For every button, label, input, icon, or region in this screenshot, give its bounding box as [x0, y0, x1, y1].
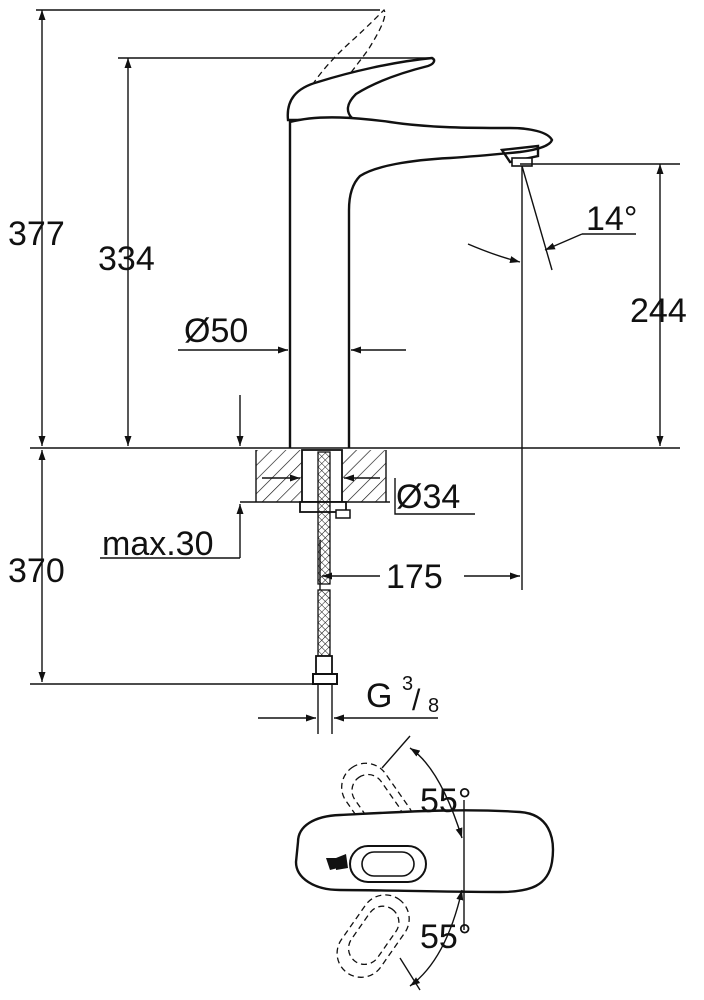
- lever: [286, 56, 436, 122]
- supply-hose: [317, 451, 331, 585]
- label-lever-angle-top: 55°: [420, 782, 471, 820]
- hose-fitting: [315, 655, 333, 675]
- label-spout-angle: 14°: [586, 200, 637, 238]
- lever-mark: [326, 858, 338, 870]
- hose-nut: [312, 673, 338, 685]
- label-thread: G 3 / 8: [366, 673, 439, 717]
- dimension-lines: [30, 9, 680, 722]
- supply-hose-lower: [317, 589, 331, 657]
- faucet-top-view: [294, 735, 555, 991]
- aerator-tip: [511, 157, 533, 167]
- label-spout-height: 244: [630, 292, 687, 330]
- faucet-body: [288, 116, 554, 448]
- svg-text:3: 3: [402, 673, 413, 695]
- label-hose-length: 370: [8, 552, 65, 590]
- label-body-diameter: Ø50: [184, 312, 248, 350]
- label-height-total: 377: [8, 215, 65, 253]
- lever-grip: [336, 854, 348, 870]
- label-projection: 175: [386, 558, 443, 596]
- svg-text:G: G: [366, 677, 392, 715]
- svg-text:/: /: [412, 684, 421, 717]
- label-hole-diameter: Ø34: [396, 478, 460, 516]
- top-lever-inner: [361, 851, 415, 877]
- top-lever: [349, 845, 427, 883]
- lever-open-ghost: [299, 8, 386, 117]
- deck-section: [30, 447, 680, 734]
- deck-hatch-right: [342, 450, 386, 502]
- label-height-lever: 334: [98, 240, 155, 278]
- label-lever-angle-bottom: 55°: [420, 918, 471, 956]
- top-body: [294, 809, 555, 894]
- deck-hatch-left: [256, 450, 302, 502]
- svg-text:8: 8: [428, 695, 439, 717]
- aerator: [499, 144, 540, 164]
- nut-plate: [335, 509, 351, 519]
- faucet-side-view: [286, 8, 554, 448]
- lever-ghost-down: [336, 894, 410, 978]
- label-deck-thickness: max.30: [102, 525, 214, 563]
